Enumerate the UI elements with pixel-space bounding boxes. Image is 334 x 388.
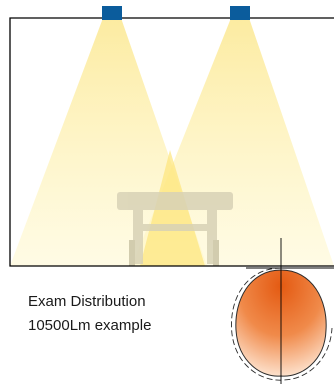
exam-table-icon bbox=[117, 192, 233, 266]
ceiling-light-icon bbox=[102, 6, 122, 20]
ceiling-light-icon bbox=[230, 6, 250, 20]
caption-title: Exam Distribution bbox=[28, 293, 146, 310]
caption-subtitle: 10500Lm example bbox=[28, 317, 152, 334]
room-outline bbox=[9, 17, 334, 267]
photometric-curve-icon bbox=[231, 238, 334, 384]
